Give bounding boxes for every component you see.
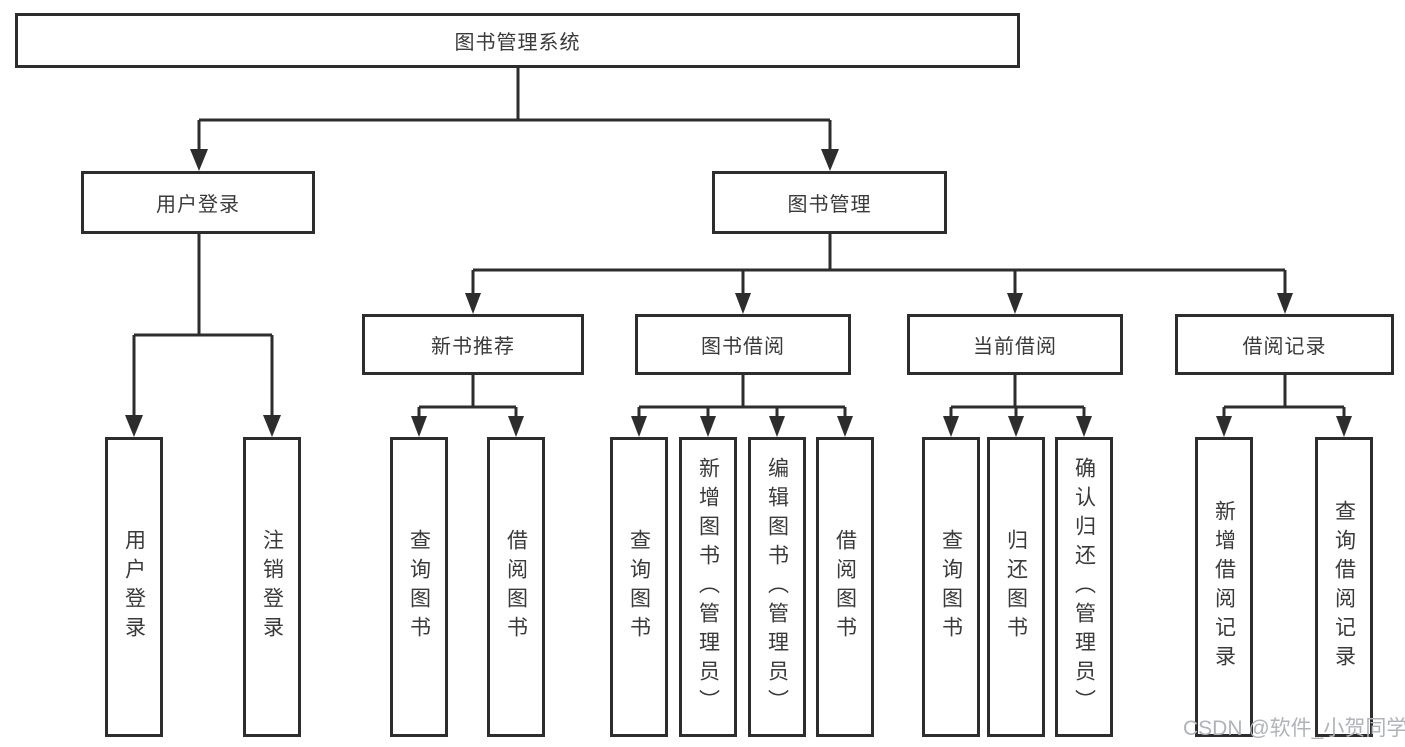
leaf-add-borrow-record: 新增借阅记录 bbox=[1195, 437, 1253, 737]
arrow-down-icon bbox=[263, 415, 281, 437]
connector-newbooks-to-leaves bbox=[417, 375, 518, 421]
node-label: 查询图书 bbox=[407, 529, 431, 645]
leaf-borrow-books: 借阅图书 bbox=[816, 437, 874, 737]
node-label: 确认归还（管理员） bbox=[1072, 456, 1096, 718]
node-label: 查询图书 bbox=[627, 529, 651, 645]
arrow-down-icon bbox=[837, 416, 853, 437]
arrow-down-icon bbox=[735, 293, 751, 314]
arrow-down-icon bbox=[943, 416, 959, 437]
node-label: 用户登录 bbox=[122, 529, 146, 645]
leaf-user-login: 用户登录 bbox=[105, 437, 163, 737]
leaf-query-books-current: 查询图书 bbox=[922, 437, 980, 737]
node-label: 新书推荐 bbox=[431, 336, 515, 358]
node-current-borrow: 当前借阅 bbox=[907, 314, 1123, 375]
connector-records-to-leaves bbox=[1222, 375, 1346, 421]
node-label: 注销登录 bbox=[260, 529, 284, 645]
csdn-watermark: CSDN @软件_小贺同学 bbox=[1183, 717, 1405, 740]
arrow-down-icon bbox=[1008, 416, 1024, 437]
arrow-down-icon bbox=[821, 149, 839, 171]
node-label: 查询借阅记录 bbox=[1332, 500, 1356, 674]
arrow-down-icon bbox=[125, 415, 143, 437]
node-borrow-records: 借阅记录 bbox=[1175, 314, 1394, 375]
connector-bookmgmt-to-level3 bbox=[471, 234, 1287, 298]
arrow-down-icon bbox=[508, 416, 524, 437]
node-user-login: 用户登录 bbox=[81, 171, 315, 234]
arrow-down-icon bbox=[769, 416, 785, 437]
node-label: 图书管理 bbox=[787, 194, 872, 216]
node-label: 图书管理系统 bbox=[454, 32, 581, 54]
connector-root-to-level2 bbox=[197, 68, 832, 155]
leaf-query-borrow-record: 查询借阅记录 bbox=[1315, 437, 1373, 737]
leaf-query-books-borrow: 查询图书 bbox=[610, 437, 668, 737]
leaf-return-book: 归还图书 bbox=[987, 437, 1045, 737]
node-label: 查询图书 bbox=[939, 529, 963, 645]
node-new-book-recommend: 新书推荐 bbox=[362, 314, 584, 375]
node-label: 当前借阅 bbox=[973, 336, 1057, 358]
node-label: 新增借阅记录 bbox=[1212, 500, 1236, 674]
arrowheads bbox=[125, 149, 1352, 437]
connector-bookborrow-to-leaves bbox=[637, 375, 847, 421]
leaf-borrow-books-recommend: 借阅图书 bbox=[487, 437, 545, 737]
node-label: 借阅图书 bbox=[833, 529, 857, 645]
node-label: 归还图书 bbox=[1004, 529, 1028, 645]
arrow-down-icon bbox=[1336, 416, 1352, 437]
arrow-down-icon bbox=[700, 416, 716, 437]
node-book-borrow: 图书借阅 bbox=[635, 314, 851, 375]
node-root-system: 图书管理系统 bbox=[15, 13, 1020, 68]
leaf-edit-book-admin: 编辑图书（管理员） bbox=[748, 437, 806, 737]
arrow-down-icon bbox=[1007, 293, 1023, 314]
node-label: 借阅图书 bbox=[504, 529, 528, 645]
leaf-add-book-admin: 新增图书（管理员） bbox=[679, 437, 737, 737]
arrow-down-icon bbox=[1277, 293, 1293, 314]
leaf-confirm-return-admin: 确认归还（管理员） bbox=[1055, 437, 1113, 737]
arrow-down-icon bbox=[1076, 416, 1092, 437]
arrow-down-icon bbox=[465, 293, 481, 314]
connector-userlogin-to-leaves bbox=[132, 234, 274, 421]
node-label: 图书借阅 bbox=[701, 336, 785, 358]
node-label: 编辑图书（管理员） bbox=[765, 456, 789, 718]
arrow-down-icon bbox=[631, 416, 647, 437]
arrow-down-icon bbox=[190, 149, 208, 171]
arrow-down-icon bbox=[1216, 416, 1232, 437]
node-label: 新增图书（管理员） bbox=[696, 456, 720, 718]
connector-currentborrow-to-leaves bbox=[949, 375, 1086, 421]
arrow-down-icon bbox=[411, 416, 427, 437]
node-book-management: 图书管理 bbox=[712, 171, 947, 234]
leaf-logout: 注销登录 bbox=[243, 437, 301, 737]
node-label: 借阅记录 bbox=[1242, 336, 1327, 358]
node-label: 用户登录 bbox=[156, 194, 240, 216]
leaf-query-books-recommend: 查询图书 bbox=[390, 437, 448, 737]
